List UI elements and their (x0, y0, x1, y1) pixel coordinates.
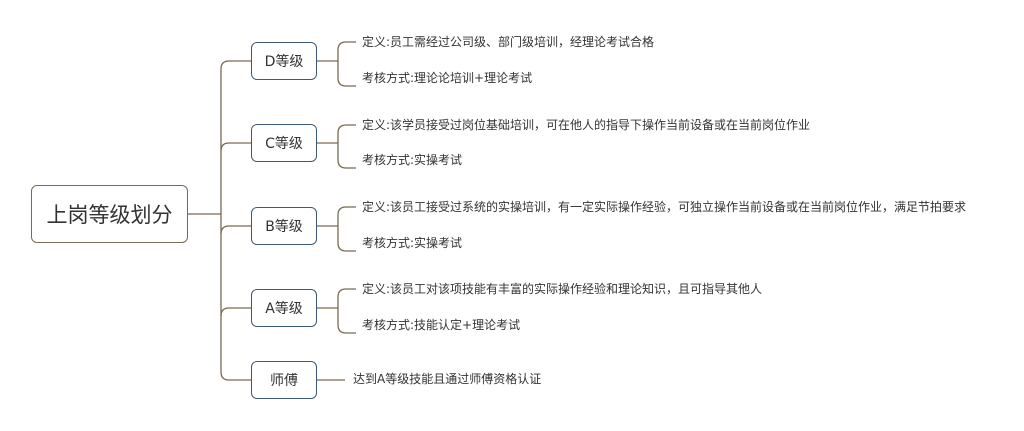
level-label: 师傅 (270, 373, 298, 389)
level-label: D等级 (264, 54, 304, 70)
root-label: 上岗等级划分 (46, 203, 173, 227)
branch-a (220, 307, 251, 317)
leaf-master-requirement[interactable]: 达到A等级技能且通过师傅资格认证 (353, 372, 542, 386)
leaf-b-assessment[interactable]: 考核方式:实操考试 (362, 236, 463, 250)
level-node-c[interactable]: C等级 (251, 124, 317, 162)
leaf-c-definition[interactable]: 定义:该学员接受过岗位基础培训，可在他人的指导下操作当前设备或在当前岗位作业 (362, 118, 811, 132)
leaf-connector-c (317, 124, 356, 169)
branch-b (220, 225, 251, 235)
level-node-d[interactable]: D等级 (251, 42, 317, 80)
leaf-connector-d (317, 41, 356, 87)
leaf-a-definition[interactable]: 定义:该员工对该项技能有丰富的实际操作经验和理论知识，且可指导其他人 (362, 282, 763, 296)
level-label: B等级 (265, 219, 303, 235)
leaf-a-assessment[interactable]: 考核方式:技能认定+理论考试 (362, 318, 521, 332)
level-node-a[interactable]: A等级 (251, 289, 317, 327)
leaf-d-definition[interactable]: 定义:员工需经过公司级、部门级培训，经理论考试合格 (362, 35, 655, 49)
branch-c (220, 142, 251, 152)
leaf-connector-a (317, 288, 356, 334)
leaf-c-assessment[interactable]: 考核方式:实操考试 (362, 153, 463, 167)
trunk-line (220, 60, 230, 381)
level-label: C等级 (265, 136, 303, 152)
leaf-connector-b (317, 206, 356, 252)
leaf-d-assessment[interactable]: 考核方式:理论论培训+理论考试 (362, 71, 533, 85)
level-node-master[interactable]: 师傅 (251, 361, 317, 399)
leaf-b-definition[interactable]: 定义:该员工接受过系统的实操培训，有一定实际操作经验，可独立操作当前设备或在当前… (362, 200, 967, 214)
level-node-b[interactable]: B等级 (251, 207, 317, 245)
level-label: A等级 (265, 301, 303, 317)
root-node[interactable]: 上岗等级划分 (31, 185, 188, 243)
